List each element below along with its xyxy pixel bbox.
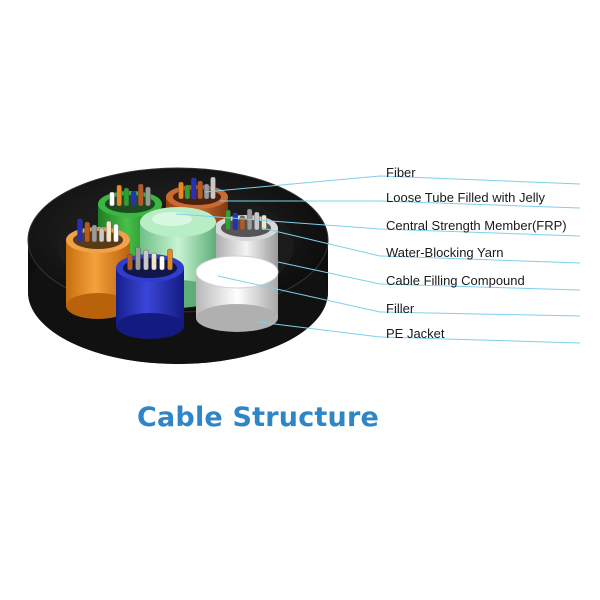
fiber-strand (123, 187, 130, 207)
fiber-strand (98, 227, 105, 243)
label-cable-filling-compound: Cable Filling Compound (386, 273, 525, 288)
fiber-strand (135, 246, 141, 271)
fiber-strand (184, 184, 191, 200)
label-water-blocking-yarn: Water-Blocking Yarn (386, 245, 504, 260)
fiber-strand (106, 220, 112, 243)
fiber-strand (127, 253, 133, 271)
fiber-strand (178, 181, 184, 200)
leader-line (220, 200, 581, 209)
fiber-strand (113, 223, 119, 243)
fiber-strand (84, 221, 90, 243)
label-central-strength-member: Central Strength Member(FRP) (386, 218, 567, 233)
label-fiber: Fiber (386, 165, 416, 180)
fiber-strand (191, 177, 197, 200)
leader-line (204, 175, 581, 193)
leader-lines (175, 175, 581, 344)
fiber-strand (91, 224, 98, 243)
leader-line (277, 261, 581, 291)
fiber-strand (232, 212, 238, 231)
fiber-strand (225, 209, 231, 231)
leader-line (175, 213, 581, 237)
fiber-strand (130, 190, 137, 207)
leader-line (217, 275, 581, 317)
fiber-strand (159, 255, 165, 271)
fiber-strand (254, 211, 260, 231)
label-pe-jacket: PE Jacket (386, 326, 445, 341)
diagram-title: Cable Structure (137, 402, 379, 433)
fiber-strand (116, 184, 122, 207)
fiber-strand (197, 180, 203, 200)
fiber-strand (239, 215, 246, 231)
fiber-strand (77, 218, 83, 243)
leader-line (257, 321, 581, 344)
fiber-strand (261, 214, 267, 231)
loose-tube-blue (116, 254, 184, 339)
fiber-strand (138, 183, 144, 207)
label-loose-tube: Loose Tube Filled with Jelly (386, 190, 545, 205)
fiber-strand (210, 176, 216, 200)
filler-rod (195, 255, 279, 332)
fibers (77, 176, 267, 271)
fiber-strand (143, 249, 149, 271)
fiber-strand (109, 191, 115, 207)
leader-line (261, 227, 581, 264)
fiber-strand (145, 186, 151, 207)
fiber-strand (151, 252, 157, 271)
fiber-strand (167, 248, 173, 271)
label-filler: Filler (386, 301, 415, 316)
